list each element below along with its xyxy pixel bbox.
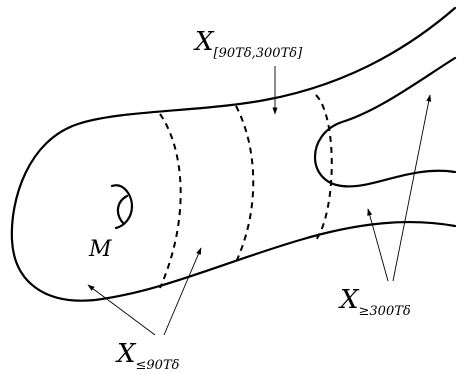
dashed-cut-2 bbox=[235, 105, 255, 263]
arrow-left-a bbox=[87, 284, 156, 336]
dashed-cut-3 bbox=[315, 94, 333, 241]
surface-finger-boundary bbox=[313, 56, 457, 188]
label-left: X≤90Tδ bbox=[115, 339, 180, 373]
handle-outer-curve bbox=[110, 184, 134, 230]
label-handle: M bbox=[88, 237, 112, 262]
dashed-cut-1 bbox=[159, 113, 182, 289]
handle-inner-curve bbox=[116, 194, 129, 226]
arrow-left-b bbox=[163, 247, 202, 336]
arrow-right-b bbox=[392, 94, 432, 282]
surface-upper-boundary bbox=[10, 6, 457, 302]
arrow-right-a bbox=[367, 208, 389, 282]
label-right: X≥300Tδ bbox=[338, 285, 411, 319]
label-mid: X[90Tδ,300Tδ] bbox=[193, 27, 303, 61]
